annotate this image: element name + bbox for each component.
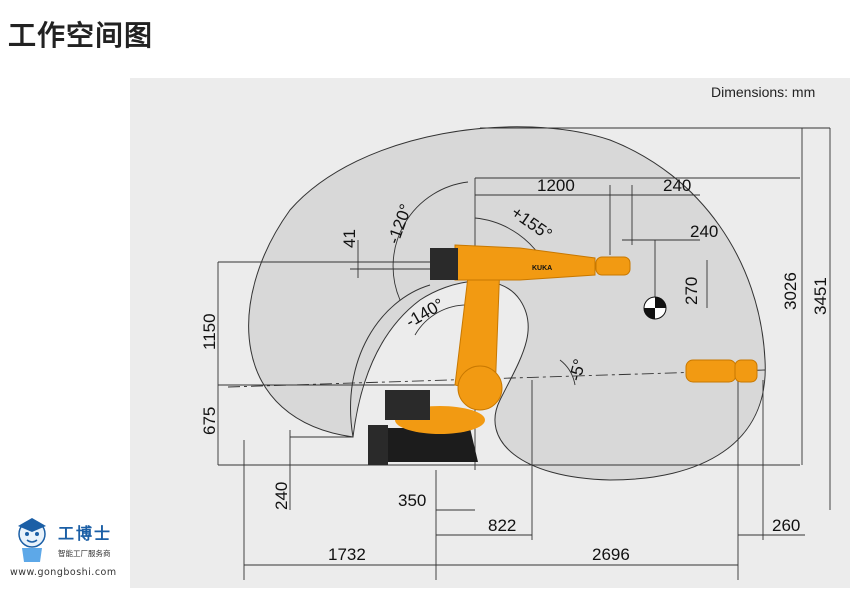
logo-subtitle: 智能工厂服务商 — [58, 549, 111, 558]
dim-822: 822 — [488, 516, 516, 535]
dim-240-left: 240 — [272, 482, 291, 510]
dim-1732: 1732 — [328, 545, 366, 564]
logo-name: 工博士 — [58, 524, 113, 543]
dim-1200: 1200 — [537, 176, 575, 195]
dim-260: 260 — [772, 516, 800, 535]
dim-270: 270 — [682, 277, 701, 305]
dim-1150: 1150 — [200, 313, 219, 350]
inner-envelope-arc — [350, 284, 431, 438]
dim-240-top: 240 — [663, 176, 691, 195]
page-title: 工作空间图 — [8, 19, 154, 52]
units-note: Dimensions: mm — [711, 84, 816, 100]
dim-350: 350 — [398, 491, 426, 510]
dim-2696: 2696 — [592, 545, 630, 564]
robot-brand-label: KUKA — [532, 265, 552, 272]
dim-3026: 3026 — [781, 272, 800, 310]
dim-240-mid: 240 — [690, 222, 718, 241]
robot-arm: KUKA — [385, 244, 758, 420]
logo-url: www.gongboshi.com — [10, 567, 117, 578]
mascot-icon — [18, 518, 46, 562]
dim-3451: 3451 — [811, 277, 830, 315]
company-logo — [18, 518, 46, 562]
tcp-target-icon — [643, 296, 667, 320]
dim-675: 675 — [200, 407, 219, 435]
dim-41: 41 — [340, 229, 359, 248]
